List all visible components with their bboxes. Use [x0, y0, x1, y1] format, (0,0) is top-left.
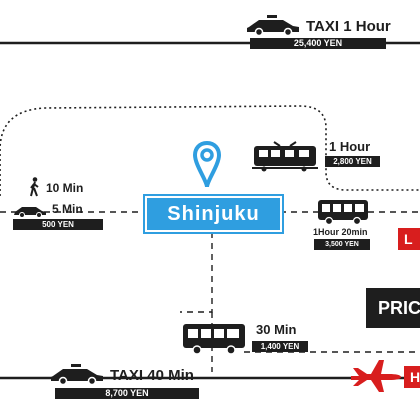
location-pin-icon: [193, 141, 221, 188]
hub-station-shinjuku: Shinjuku: [145, 196, 282, 232]
side-red-tab-top: L: [398, 228, 420, 250]
train-price: 2,800 YEN: [325, 156, 380, 167]
taxi-icon: [247, 15, 299, 36]
taxi-top-label: TAXI 1 Hour: [306, 18, 391, 35]
taxi-top-price: 25,400 YEN: [250, 38, 386, 49]
train-label: 1 Hour: [329, 139, 371, 154]
bus-right-label: 1Hour 20min: [313, 227, 368, 237]
side-price-box: PRIC: [366, 288, 420, 328]
bus-bottom-price: 1,400 YEN: [252, 341, 308, 352]
side-red-tab-bottom: H: [404, 366, 420, 388]
train-icon: [252, 141, 318, 172]
bus-right-price: 3,500 YEN: [314, 239, 370, 250]
bus-bottom-label: 30 Min: [256, 322, 297, 337]
car-icon: [14, 207, 46, 217]
taxi-icon: [51, 364, 103, 385]
airplane-icon: [351, 360, 401, 392]
down-dashed-line: [180, 232, 213, 313]
car-left-label: 5 Min: [52, 202, 83, 216]
walking-person-icon: [30, 177, 39, 197]
taxi-bottom-price: 8,700 YEN: [55, 388, 199, 399]
car-left-price: 500 YEN: [13, 219, 103, 230]
bus-icon: [183, 324, 245, 355]
bus-icon: [318, 200, 368, 226]
taxi-bottom-label: TAXI 40 Min: [110, 367, 194, 384]
walk-label: 10 Min: [46, 181, 84, 195]
